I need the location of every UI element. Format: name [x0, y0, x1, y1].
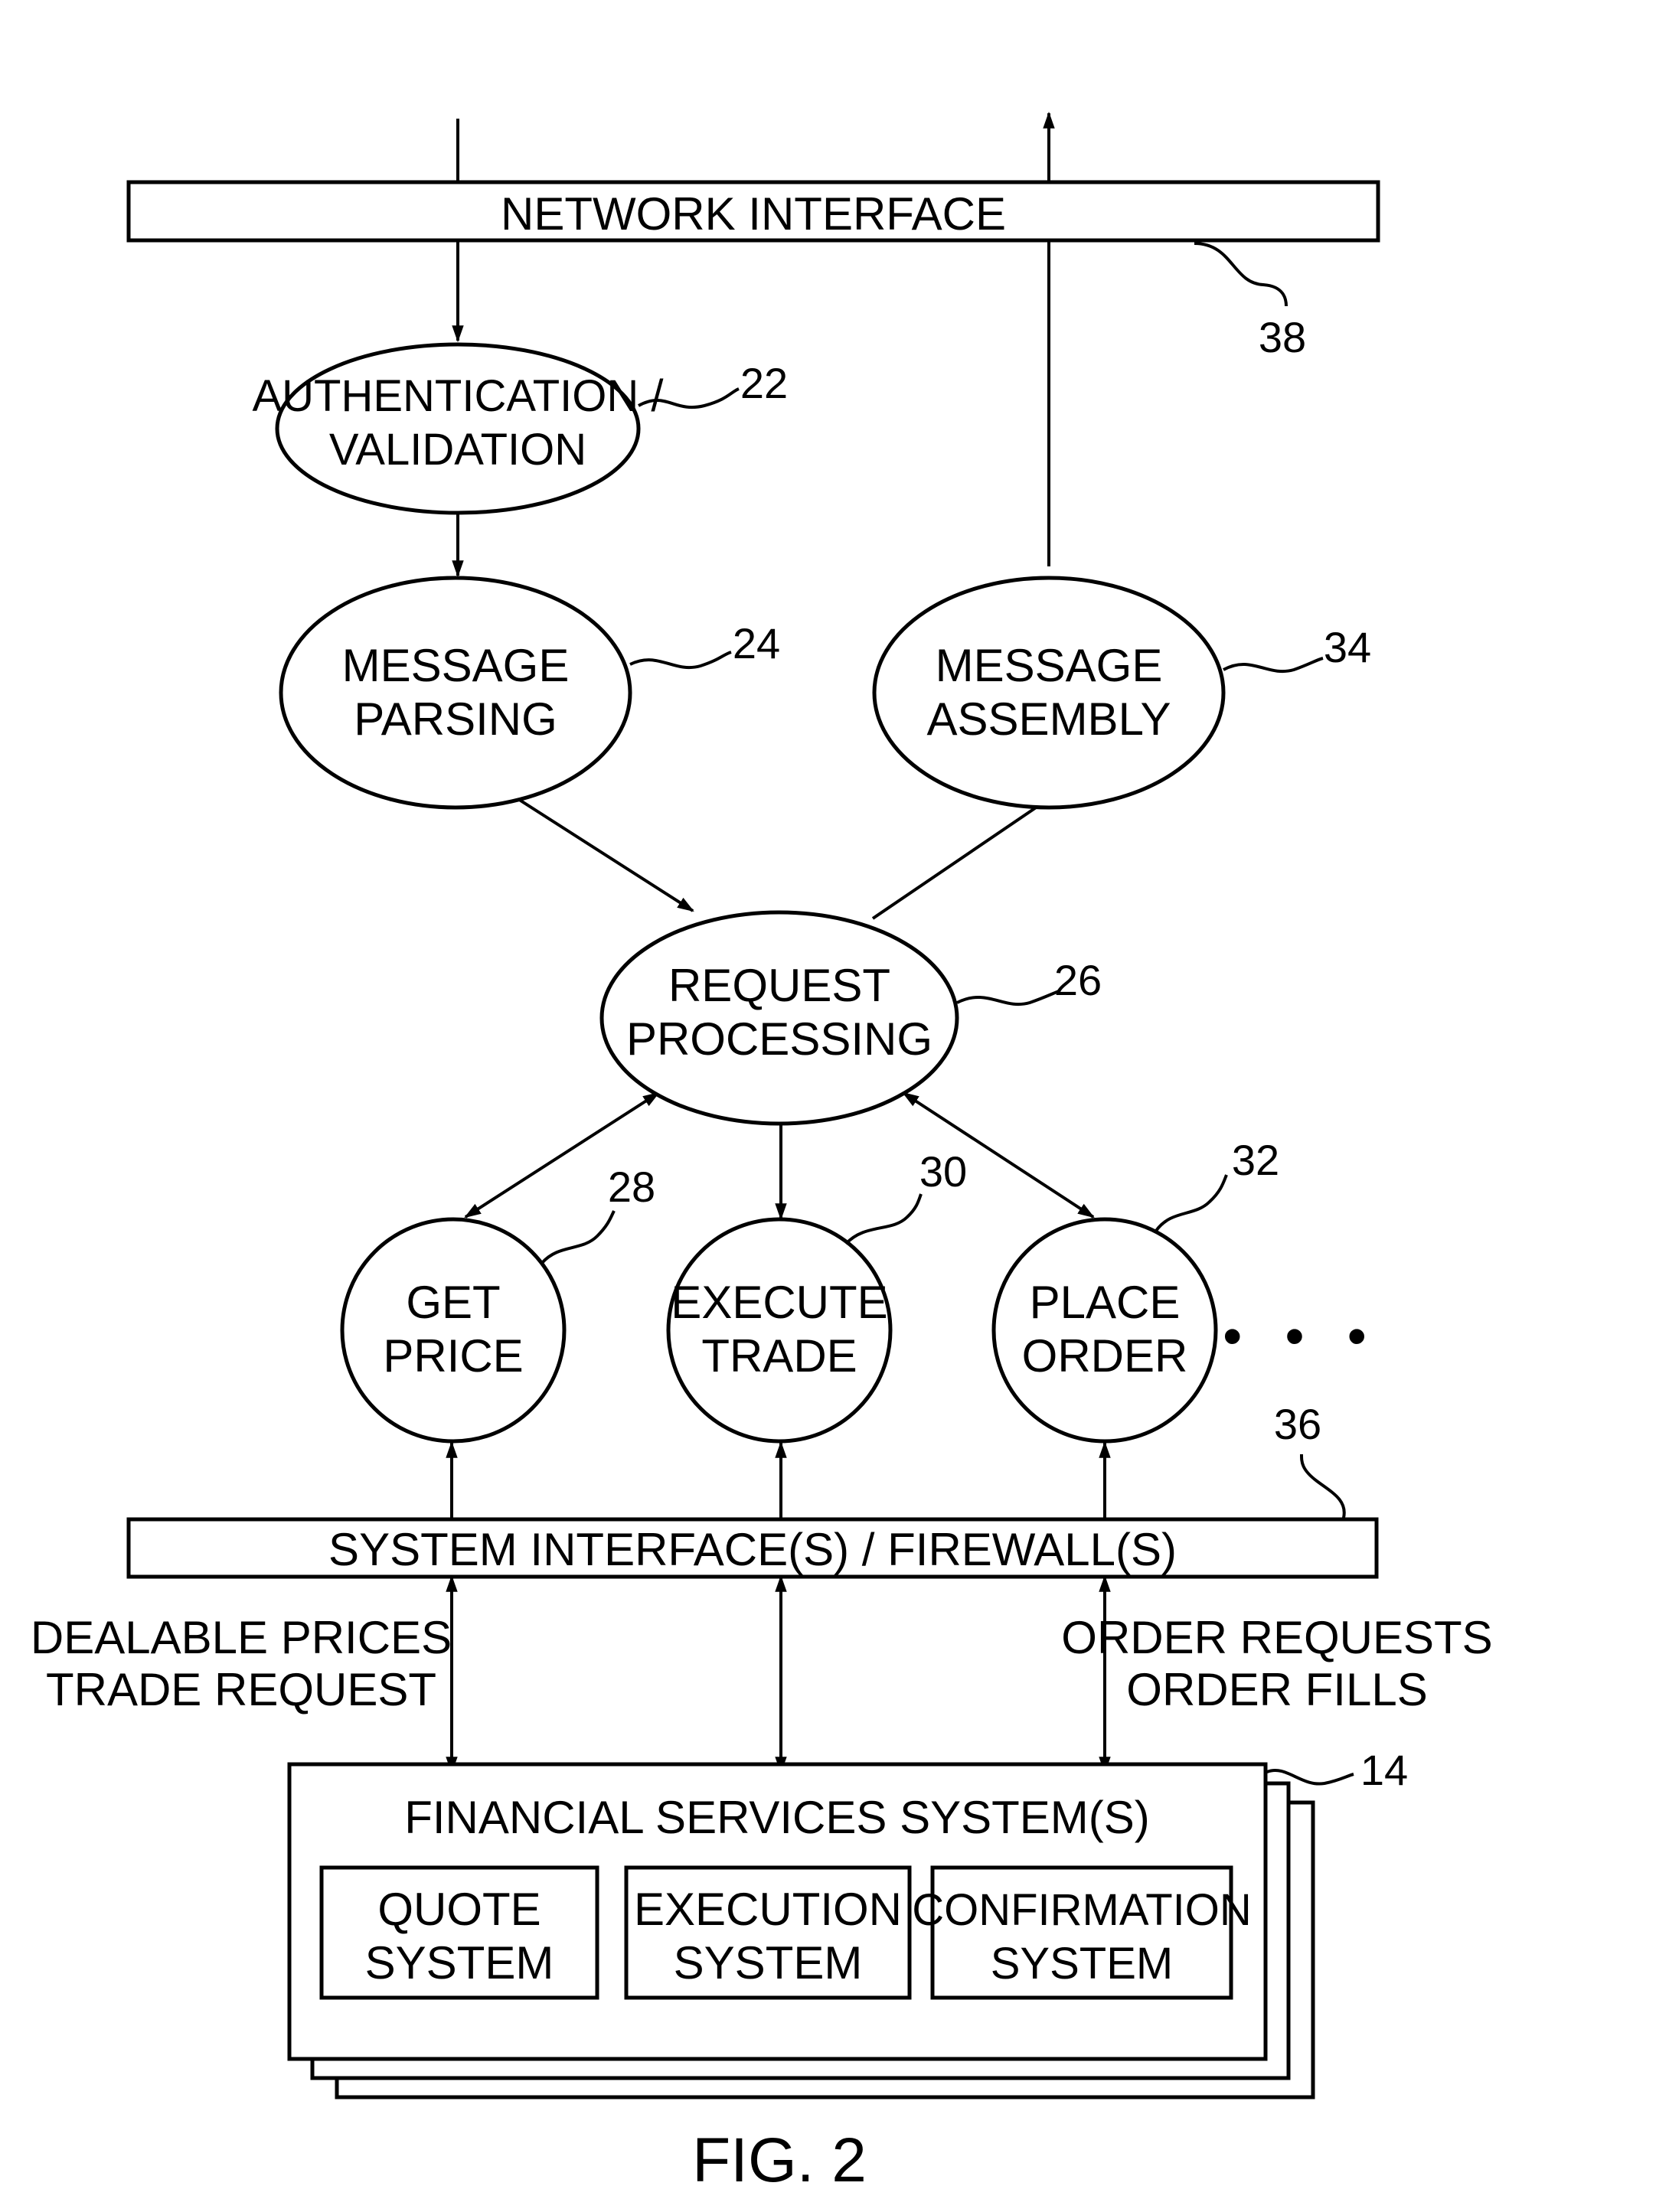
assembly-label-line1: MESSAGE	[936, 640, 1163, 691]
ref-leader-24	[630, 652, 731, 667]
node-request-processing: REQUEST PROCESSING	[602, 912, 957, 1124]
subsystem-execution: EXECUTION SYSTEM	[626, 1868, 910, 1998]
quote-system-line1: QUOTE	[377, 1884, 541, 1935]
ref-leader-32	[1156, 1175, 1226, 1231]
place-order-label-line2: ORDER	[1022, 1330, 1188, 1382]
arrow-parsing-to-request	[501, 788, 693, 911]
financial-services-stack: FINANCIAL SERVICES SYSTEM(S) QUOTE SYSTE…	[289, 1764, 1313, 2097]
ref-leader-26	[957, 991, 1059, 1004]
execute-trade-label-line1: EXECUTE	[671, 1277, 887, 1328]
left-flow-line2: TRADE REQUEST	[46, 1664, 436, 1715]
node-execute-trade: EXECUTE TRADE	[668, 1219, 890, 1441]
get-price-label-line1: GET	[406, 1277, 500, 1328]
ref-number-14: 14	[1360, 1746, 1408, 1794]
system-interface-label: SYSTEM INTERFACE(S) / FIREWALL(S)	[328, 1524, 1177, 1575]
financial-services-title: FINANCIAL SERVICES SYSTEM(S)	[404, 1792, 1150, 1843]
network-interface-label: NETWORK INTERFACE	[501, 188, 1006, 240]
subsystem-confirmation: CONFIRMATION SYSTEM	[912, 1868, 1252, 1998]
right-flow-line2: ORDER FILLS	[1126, 1664, 1427, 1715]
parsing-label-line1: MESSAGE	[342, 640, 570, 691]
get-price-label-line2: PRICE	[383, 1330, 523, 1382]
ref-number-26: 26	[1054, 956, 1102, 1004]
figure-caption: FIG. 2	[692, 2126, 867, 2195]
ref-number-38: 38	[1259, 313, 1306, 361]
request-label-line1: REQUEST	[668, 960, 890, 1011]
confirmation-system-line2: SYSTEM	[991, 1939, 1174, 1989]
request-label-line2: PROCESSING	[626, 1013, 932, 1065]
ref-leader-30	[846, 1194, 921, 1244]
ref-leader-34	[1223, 658, 1323, 671]
ref-number-24: 24	[733, 619, 780, 667]
assembly-label-line2: ASSEMBLY	[926, 693, 1171, 745]
network-interface-bar: NETWORK INTERFACE	[129, 182, 1378, 240]
ref-leader-38	[1194, 243, 1286, 306]
subsystem-quote: QUOTE SYSTEM	[322, 1868, 597, 1998]
ref-number-32: 32	[1232, 1136, 1279, 1184]
system-interface-bar: SYSTEM INTERFACE(S) / FIREWALL(S)	[129, 1519, 1377, 1577]
ref-leader-28	[542, 1211, 614, 1263]
auth-label-line1: AUTHENTICATION /	[252, 371, 664, 421]
execution-system-line2: SYSTEM	[674, 1937, 863, 1989]
ref-number-28: 28	[608, 1163, 655, 1211]
quote-system-line2: SYSTEM	[365, 1937, 554, 1989]
ref-leader-36	[1302, 1454, 1344, 1518]
ref-number-30: 30	[919, 1147, 967, 1196]
confirmation-system-line1: CONFIRMATION	[912, 1885, 1252, 1935]
node-place-order: PLACE ORDER	[994, 1219, 1216, 1441]
node-get-price: GET PRICE	[342, 1219, 564, 1441]
execute-trade-label-line2: TRADE	[701, 1330, 857, 1382]
execution-system-line1: EXECUTION	[634, 1884, 902, 1935]
parsing-label-line2: PARSING	[354, 693, 557, 745]
place-order-label-line1: PLACE	[1030, 1277, 1181, 1328]
node-authentication-validation: AUTHENTICATION / VALIDATION	[252, 344, 664, 513]
ref-number-34: 34	[1324, 623, 1371, 671]
auth-label-line2: VALIDATION	[329, 425, 586, 475]
ref-number-22: 22	[740, 359, 788, 407]
ref-number-36: 36	[1274, 1400, 1321, 1448]
left-flow-line1: DEALABLE PRICES	[31, 1612, 452, 1663]
node-message-assembly: MESSAGE ASSEMBLY	[874, 578, 1223, 807]
right-flow-line1: ORDER REQUESTS	[1061, 1612, 1492, 1663]
more-modules-ellipsis: • • •	[1223, 1306, 1380, 1367]
node-message-parsing: MESSAGE PARSING	[281, 578, 630, 807]
